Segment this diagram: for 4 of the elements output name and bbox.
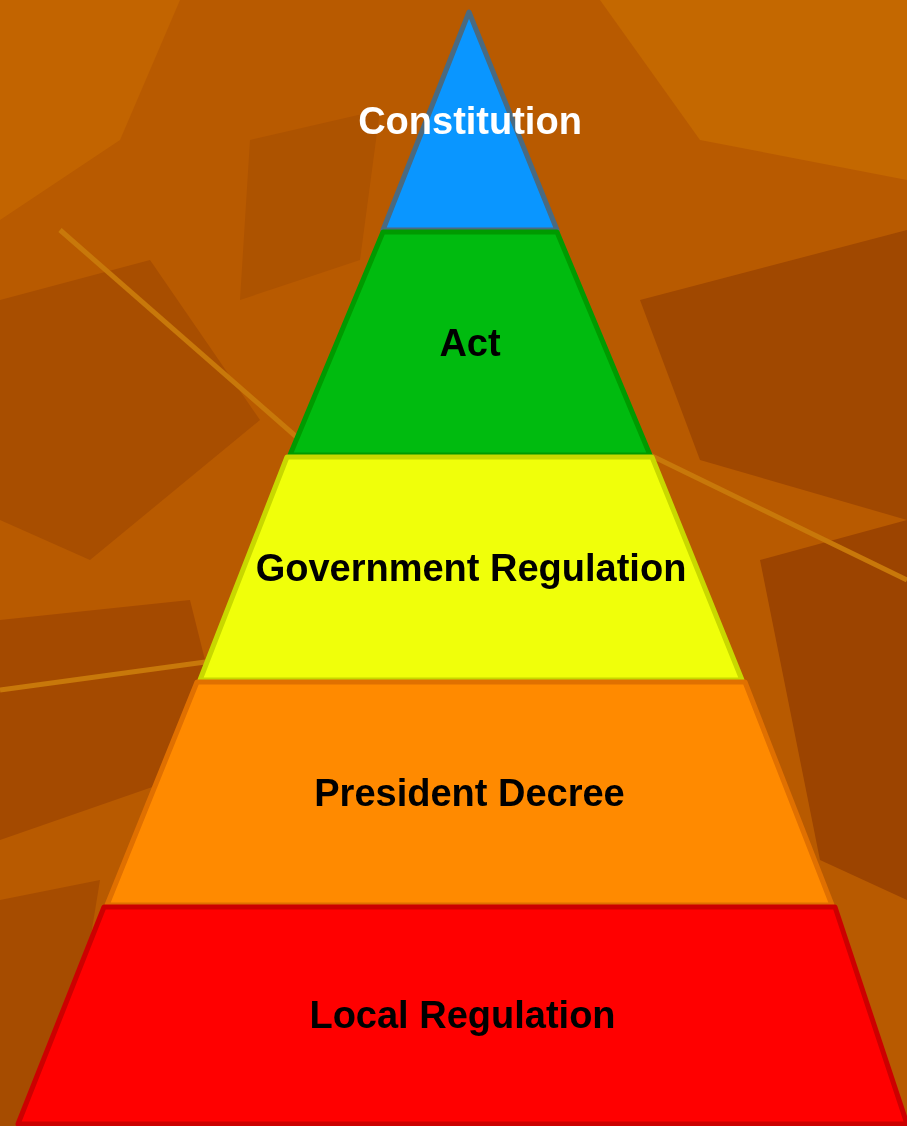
tier-label: President Decree (314, 771, 625, 816)
tier-label: Local Regulation (309, 993, 616, 1038)
tier-label: Act (439, 321, 501, 366)
tier-label: Government Regulation (255, 546, 687, 591)
